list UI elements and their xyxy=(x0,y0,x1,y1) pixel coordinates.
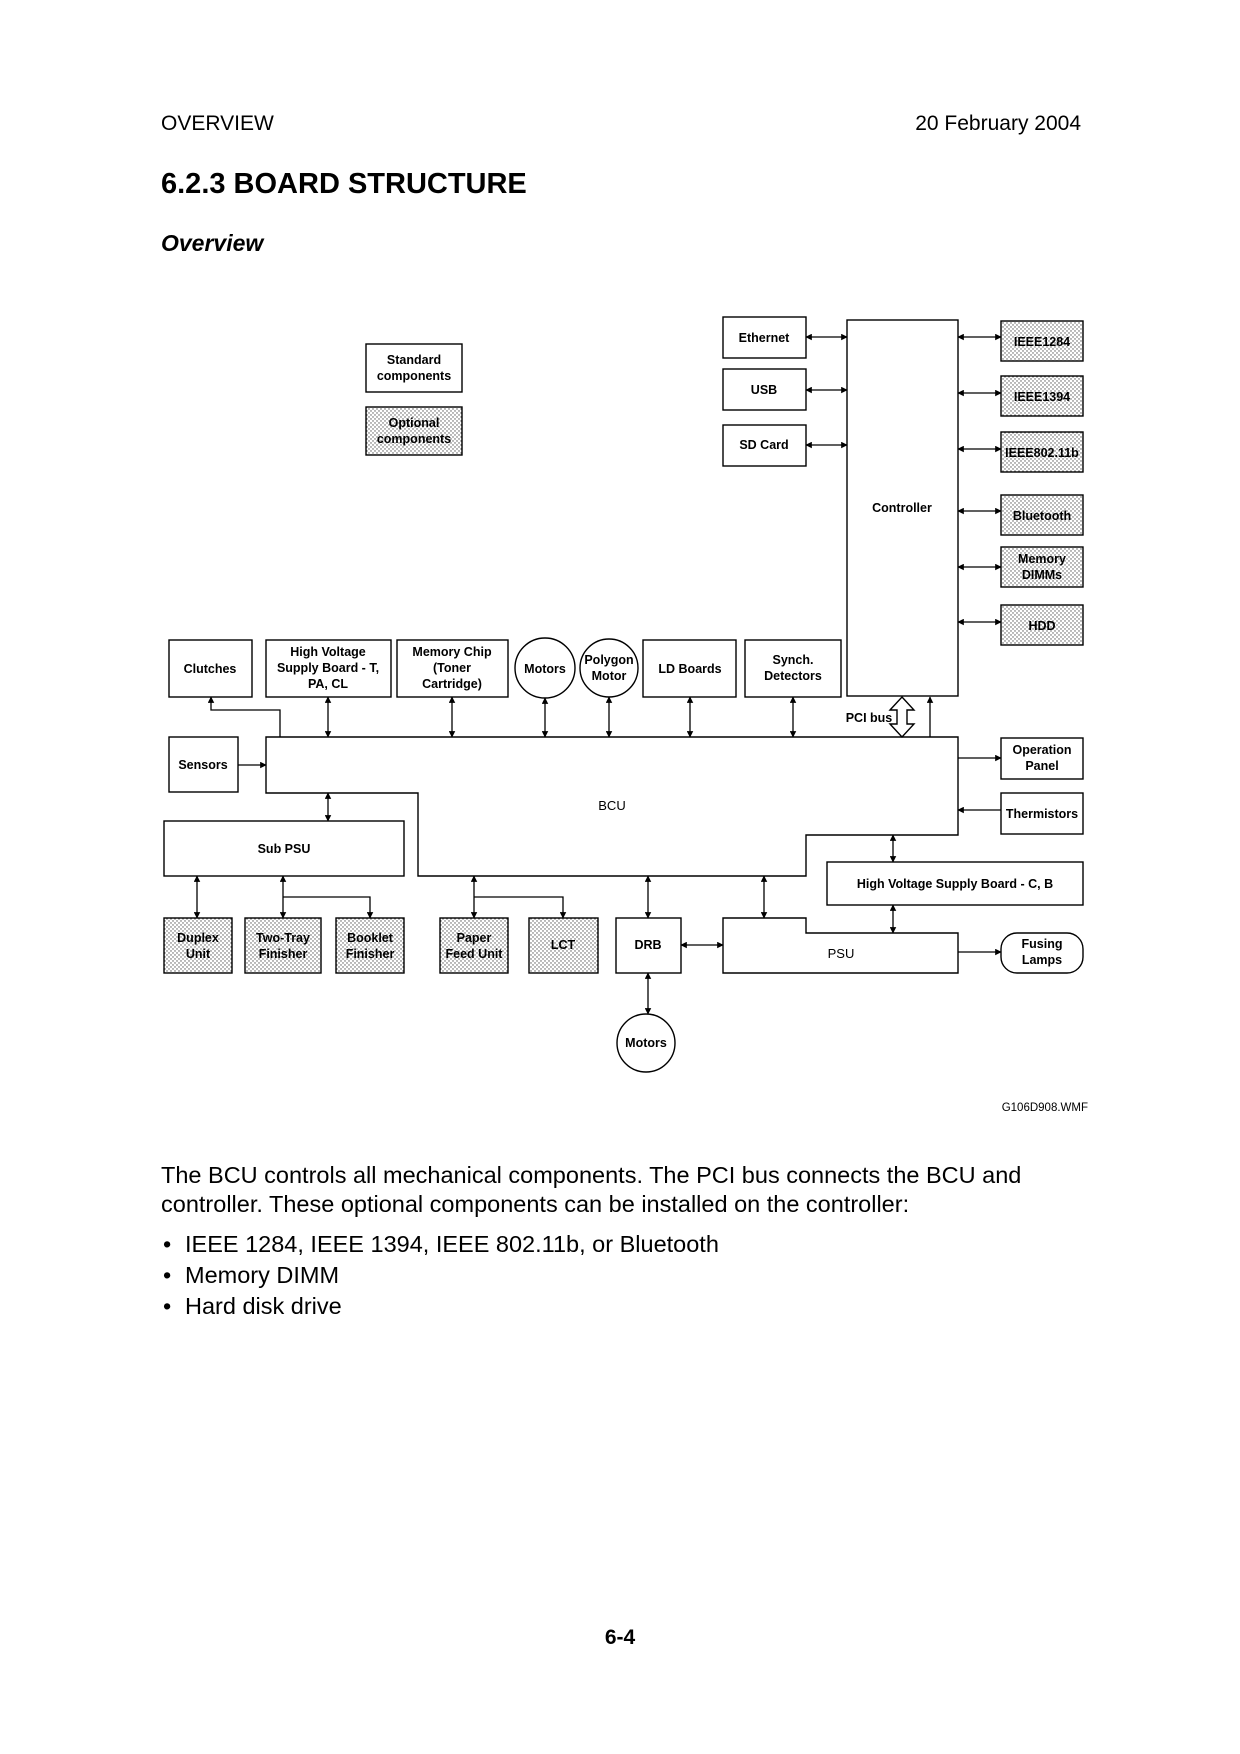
hv-supply-cb-box xyxy=(826,861,1084,906)
synch-detectors-label-2: Detectors xyxy=(764,669,822,683)
legend-optional-label-1: Optional xyxy=(389,416,440,430)
motors-bottom-label: Motors xyxy=(625,1036,667,1050)
hv-tpacl-label-2: Supply Board - T, xyxy=(277,661,379,675)
thermistors-box xyxy=(1000,792,1084,835)
usb-label: USB xyxy=(751,383,777,397)
ethernet-box xyxy=(722,316,807,359)
duplex-unit-box xyxy=(163,917,233,974)
two-tray-label-2: Finisher xyxy=(259,947,308,961)
synch-detectors-label-1: Synch. xyxy=(773,653,814,667)
drb-label: DRB xyxy=(634,938,661,952)
memory-dimms-label-2: DIMMs xyxy=(1022,568,1062,582)
memory-chip-label-2: (Toner xyxy=(433,661,471,675)
pci-bus-label: PCI bus xyxy=(846,711,893,725)
lct-box xyxy=(528,917,599,974)
lct-label: LCT xyxy=(551,938,576,952)
memory-chip-label-1: Memory Chip xyxy=(412,645,492,659)
bullet-list: IEEE 1284, IEEE 1394, IEEE 802.11b, or B… xyxy=(161,1229,719,1322)
page-title: 6.2.3 BOARD STRUCTURE xyxy=(161,168,527,200)
two-tray-label-1: Two-Tray xyxy=(256,931,310,945)
fusing-lamps-label-1: Fusing xyxy=(1022,937,1063,951)
operation-panel-label-2: Panel xyxy=(1025,759,1058,773)
sub-psu-box xyxy=(163,820,405,877)
ieee80211b-box xyxy=(1000,431,1084,473)
page-number: 6-4 xyxy=(604,1626,636,1649)
clutches-link xyxy=(207,696,281,737)
bcu-board xyxy=(265,736,959,877)
psu-box xyxy=(722,917,959,974)
bluetooth-label: Bluetooth xyxy=(1013,509,1071,523)
hdd-label: HDD xyxy=(1028,619,1055,633)
hv-supply-tpacl-box xyxy=(265,639,392,698)
two-tray-finisher-box xyxy=(244,917,322,974)
operation-panel-label-1: Operation xyxy=(1012,743,1071,757)
duplex-label-2: Unit xyxy=(186,947,211,961)
legend-standard-label-2: components xyxy=(377,369,451,383)
synch-detectors-box xyxy=(744,639,842,698)
fusing-lamps-label-2: Lamps xyxy=(1022,953,1062,967)
controller-label: Controller xyxy=(872,501,932,515)
hv-tpacl-label-1: High Voltage xyxy=(290,645,366,659)
memory-dimms-box xyxy=(1000,546,1084,588)
bluetooth-box xyxy=(1000,494,1084,536)
ld-boards-box xyxy=(642,639,737,698)
ieee1284-box xyxy=(1000,320,1084,362)
body-paragraph: The BCU controls all mechanical componen… xyxy=(161,1162,1022,1217)
list-item: Memory DIMM xyxy=(161,1260,719,1291)
duplex-label-1: Duplex xyxy=(177,931,219,945)
sensors-label: Sensors xyxy=(178,758,227,772)
psu-label: PSU xyxy=(828,946,855,961)
polygon-motor-label-2: Motor xyxy=(592,669,627,683)
controller-box xyxy=(846,319,959,697)
sd-card-label: SD Card xyxy=(739,438,788,452)
booklet-finisher-box xyxy=(335,917,405,974)
ieee80211b-label: IEEE802.11b xyxy=(1005,446,1079,460)
lct-link xyxy=(474,896,567,919)
sub-psu-label: Sub PSU xyxy=(258,842,311,856)
polygon-motor-label-1: Polygon xyxy=(584,653,633,667)
memory-chip-box xyxy=(396,639,509,698)
list-item: Hard disk drive xyxy=(161,1291,719,1322)
hv-tpacl-label-3: PA, CL xyxy=(308,677,348,691)
paper-feed-unit-box xyxy=(439,917,509,974)
pci-bus-arrow xyxy=(888,695,916,739)
thermistors-label: Thermistors xyxy=(1006,807,1078,821)
motors-top-label: Motors xyxy=(524,662,566,676)
paper-feed-label-2: Feed Unit xyxy=(446,947,504,961)
hv-cb-label: High Voltage Supply Board - C, B xyxy=(857,877,1053,891)
bcu-label: BCU xyxy=(598,798,625,813)
booklet-link xyxy=(283,896,374,919)
ieee1284-label: IEEE1284 xyxy=(1014,335,1070,349)
ieee1394-label: IEEE1394 xyxy=(1014,390,1070,404)
list-item: IEEE 1284, IEEE 1394, IEEE 802.11b, or B… xyxy=(161,1229,719,1260)
legend-standard-box xyxy=(365,343,463,393)
figure-file-id: G106D908.WMF xyxy=(1002,1102,1088,1114)
memory-chip-label-3: Cartridge) xyxy=(422,677,482,691)
legend-optional-box xyxy=(365,406,463,456)
booklet-label-1: Booklet xyxy=(347,931,394,945)
header-section: OVERVIEW xyxy=(161,112,274,135)
legend-standard-label-1: Standard xyxy=(387,353,441,367)
header-date: 20 February 2004 xyxy=(915,112,1081,135)
legend-optional-label-2: components xyxy=(377,432,451,446)
hdd-box xyxy=(1000,604,1084,646)
booklet-label-2: Finisher xyxy=(346,947,395,961)
ld-boards-label: LD Boards xyxy=(658,662,721,676)
usb-box xyxy=(722,368,807,411)
ieee1394-box xyxy=(1000,375,1084,417)
memory-dimms-label-1: Memory xyxy=(1018,552,1066,566)
page-subtitle: Overview xyxy=(161,230,264,256)
ethernet-label: Ethernet xyxy=(739,331,791,345)
clutches-label: Clutches xyxy=(184,662,237,676)
paper-feed-label-1: Paper xyxy=(457,931,492,945)
polygon-motor-circle xyxy=(579,638,639,698)
clutches-box xyxy=(168,639,253,698)
